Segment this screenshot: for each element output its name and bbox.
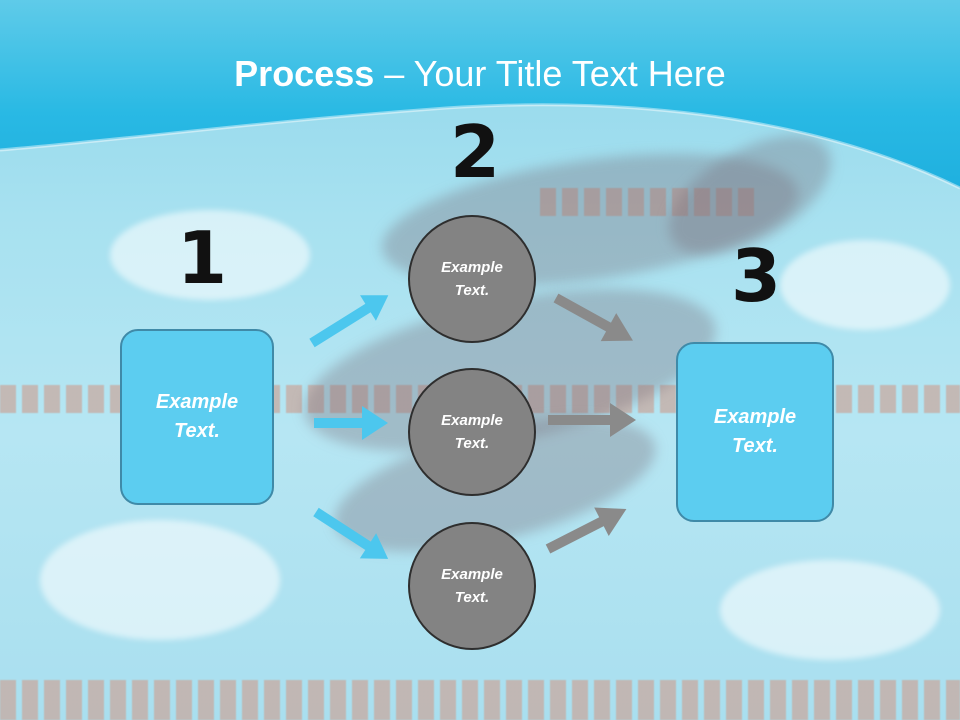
arrow-circle-mid-to-3 — [548, 403, 636, 437]
arrow-1-to-circle-mid — [314, 406, 388, 440]
circle-bottom-line2: Text. — [454, 589, 490, 606]
arrow-circle-bottom-to-3 — [545, 507, 627, 554]
step-3-text-line1: Example — [713, 406, 797, 428]
circle-middle-line2: Text. — [454, 435, 490, 452]
title-banner — [0, 0, 960, 190]
step-1-text-line2: Text. — [174, 420, 220, 442]
arrow-1-to-circle-bottom — [313, 507, 389, 559]
step-number-3: 3 — [731, 234, 782, 318]
arrow-circle-top-to-3 — [553, 293, 633, 342]
step-number-1: 1 — [177, 216, 228, 300]
step-3-text-line2: Text. — [732, 435, 778, 457]
title-rest: – Your Title Text Here — [374, 53, 726, 94]
circle-bottom-line1: Example — [441, 566, 503, 583]
title-bold: Process — [234, 53, 375, 94]
page-title: Process – Your Title Text Here — [0, 52, 960, 96]
step-number-2: 2 — [450, 110, 501, 194]
arrow-1-to-circle-top — [309, 295, 389, 348]
circle-top-line2: Text. — [454, 282, 490, 299]
circle-top-line1: Example — [441, 259, 503, 276]
circle-middle-line1: Example — [441, 412, 503, 429]
step-1-text-line1: Example — [155, 391, 239, 413]
